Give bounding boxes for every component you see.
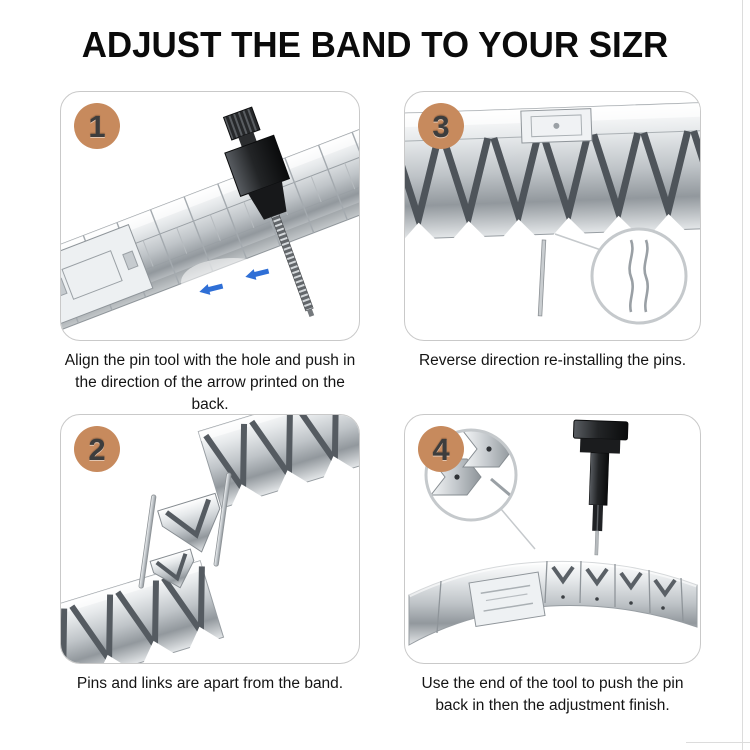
page-title: ADJUST THE BAND TO YOUR SIZR [81, 24, 669, 65]
step-3-panel: 3 [404, 91, 701, 341]
direction-arrow-icons [199, 268, 270, 295]
step-1: 1 [60, 91, 360, 416]
step-1-caption: Align the pin tool with the hole and pus… [64, 352, 356, 413]
step-1-panel: 1 [60, 91, 360, 341]
step-3: 3 [404, 91, 701, 372]
detached-link [149, 492, 221, 589]
step-2-panel: 2 [60, 414, 360, 664]
step-1-illustration-band-and-pin-tool [61, 106, 359, 340]
step-1-number: 1 [88, 108, 106, 144]
band-segments [61, 415, 359, 663]
step-4-panel: 4 [404, 414, 701, 664]
step-2-number: 2 [88, 431, 106, 467]
watch-band [61, 108, 359, 340]
step-2: 2 [60, 414, 360, 695]
step-3-number-badge: 3 [418, 103, 464, 149]
band-clasp [520, 108, 593, 144]
step-2-illustration-links-apart [61, 415, 359, 663]
step-3-caption: Reverse direction re-installing the pins… [418, 352, 687, 369]
step-4-number: 4 [432, 431, 450, 467]
step-2-number-badge: 2 [74, 426, 120, 472]
band-clasp [61, 223, 154, 325]
step-4: 4 [404, 414, 701, 717]
spring-pin [537, 239, 547, 317]
step-3-illustration-reinstall-pins [405, 101, 700, 325]
step-1-number-badge: 1 [74, 103, 120, 149]
bottom-edge-artifact-line [686, 742, 750, 743]
watch-band [405, 101, 700, 241]
step-3-number: 3 [432, 108, 450, 144]
right-edge-artifact-line [742, 0, 743, 750]
loose-pins [138, 472, 232, 589]
pin-removal-tool [222, 106, 315, 318]
step-4-caption: Use the end of the tool to push the pin … [421, 675, 684, 714]
magnifier-detail [554, 227, 688, 325]
pin-push-tool [572, 419, 629, 556]
step-4-number-badge: 4 [418, 426, 464, 472]
curved-band [407, 558, 698, 646]
band-clasp [468, 571, 546, 628]
step-2-caption: Pins and links are apart from the band. [76, 675, 344, 692]
